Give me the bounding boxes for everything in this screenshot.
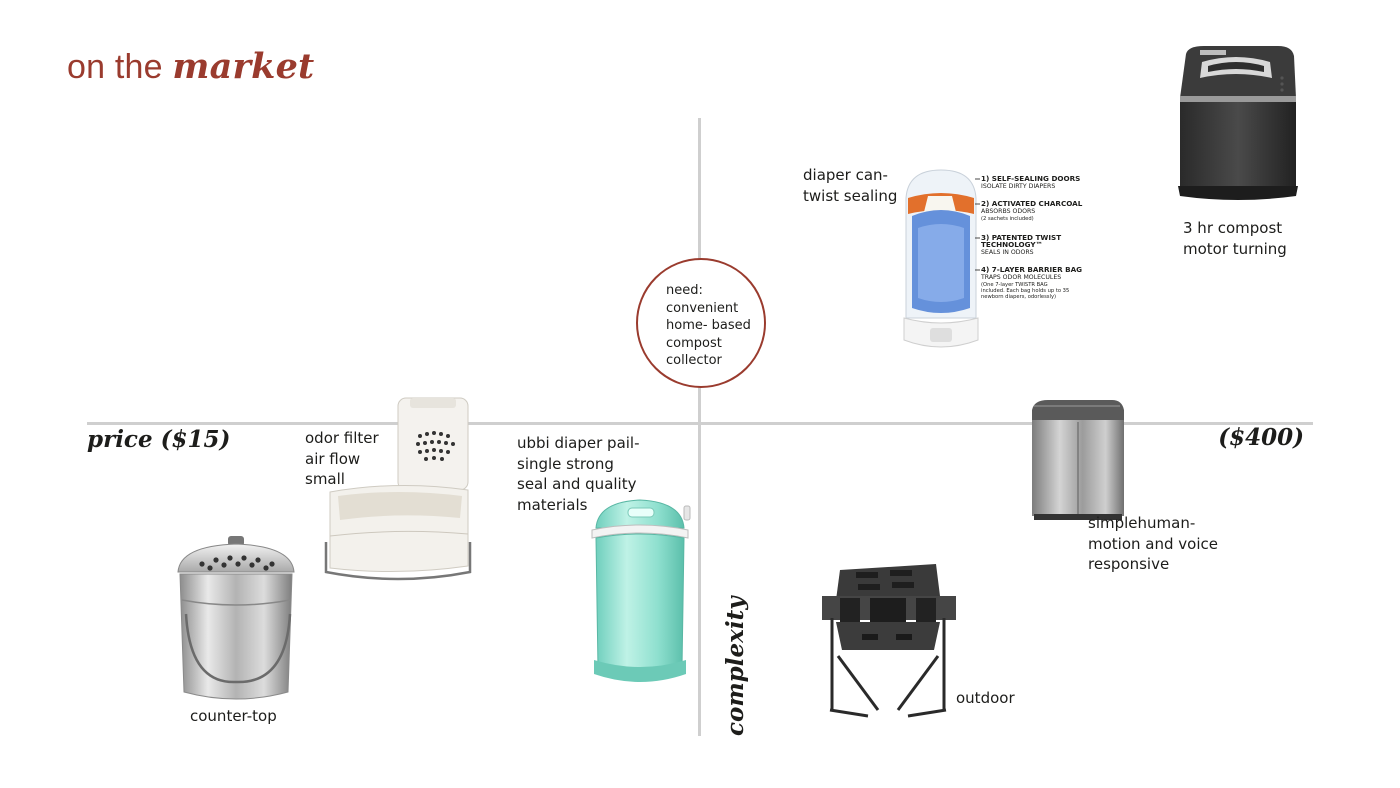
need-text: need: convenient home- based compost col…: [666, 283, 751, 368]
page-title: on the market: [67, 46, 314, 87]
ubbi-pail-image: [591, 499, 691, 682]
counter-top-label: counter-top: [190, 707, 277, 725]
price-low-label: price ($15): [87, 426, 231, 453]
simplehuman-can-image: [1032, 400, 1124, 520]
callout-3-head: 3) PATENTED TWIST: [981, 233, 1061, 242]
callout-3-head2: TECHNOLOGY™: [981, 240, 1043, 249]
odor-filter-bin-image: [324, 397, 472, 581]
title-emphasis: market: [172, 46, 315, 87]
need-circle: need: convenient home- based compost col…: [636, 258, 766, 388]
callout-4-sub: TRAPS ODOR MOLECULES: [980, 274, 1061, 281]
price-high-label: ($400): [1218, 424, 1304, 451]
callout-2-sub2: (2 sachets included): [981, 216, 1034, 222]
callout-2-sub: ABSORBS ODORS: [981, 208, 1035, 215]
callout-4-head: 4) 7-LAYER BARRIER BAG: [981, 265, 1082, 274]
diaper-can-label: diaper can- twist sealing: [803, 166, 898, 205]
motor-composter-image: [1178, 46, 1298, 200]
title-prefix: on the: [67, 48, 163, 86]
outdoor-label: outdoor: [956, 689, 1015, 707]
callout-4-sub4: newborn diapers, odorlessly): [981, 294, 1056, 300]
callout-4-sub2: (One 7-layer TWISTR BAG: [981, 282, 1048, 288]
callout-3-sub: SEALS IN ODORS: [981, 249, 1034, 256]
callout-1-head: 1) SELF-SEALING DOORS: [981, 174, 1080, 183]
complexity-axis: [698, 118, 701, 736]
outdoor-tumbler-image: [822, 564, 956, 718]
callout-1-sub: ISOLATE DIRTY DIAPERS: [981, 183, 1055, 190]
diaper-can-callouts: 1) SELF-SEALING DOORS ISOLATE DIRTY DIAP…: [975, 174, 1083, 300]
ubbi-label: ubbi diaper pail- single strong seal and…: [517, 434, 640, 514]
simplehuman-label: simplehuman- motion and voice responsive: [1088, 514, 1218, 573]
callout-2-head: 2) ACTIVATED CHARCOAL: [981, 199, 1083, 208]
counter-top-pail-image: [177, 536, 295, 700]
odor-filter-label: odor filter air flow small: [305, 429, 379, 488]
callout-4-sub3: included. Each bag holds up to 35: [981, 288, 1069, 294]
motor-composter-label: 3 hr compost motor turning: [1183, 219, 1287, 258]
diaper-can-image: [903, 169, 979, 348]
complexity-label: complexity: [722, 596, 749, 736]
